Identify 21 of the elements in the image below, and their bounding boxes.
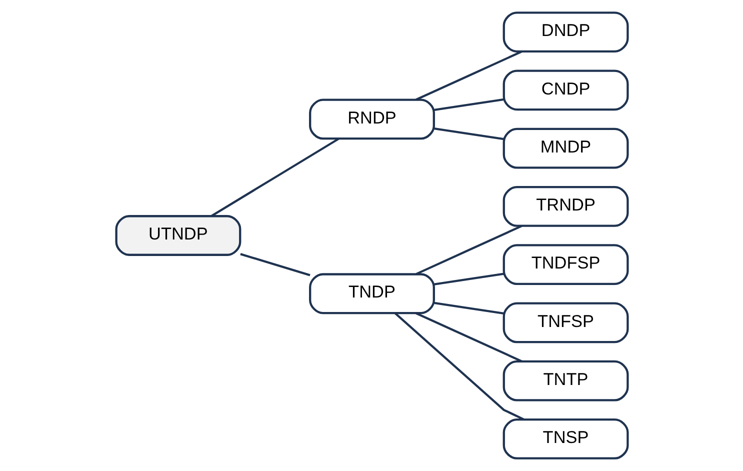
node-box: TNFSP (502, 302, 628, 344)
node-box: MNDP (502, 128, 628, 169)
node-box: TNSP (502, 418, 628, 460)
connector (434, 272, 504, 286)
connector (415, 224, 522, 276)
node-box: UTNDP (114, 215, 241, 256)
node-box: CNDP (502, 70, 628, 111)
node-box: TRNDP (502, 186, 628, 227)
connector (240, 253, 310, 276)
connector (434, 302, 504, 315)
node-box: RNDP (308, 98, 434, 140)
connector (415, 312, 522, 362)
node-box: TNDP (308, 273, 434, 314)
connector (434, 127, 504, 140)
connector (394, 312, 524, 421)
node-box: TNTP (502, 360, 628, 402)
connector (210, 138, 339, 217)
connector (415, 50, 522, 101)
node-box: DNDP (502, 12, 628, 52)
connector (434, 98, 504, 112)
node-box: TNDFSP (502, 244, 628, 286)
